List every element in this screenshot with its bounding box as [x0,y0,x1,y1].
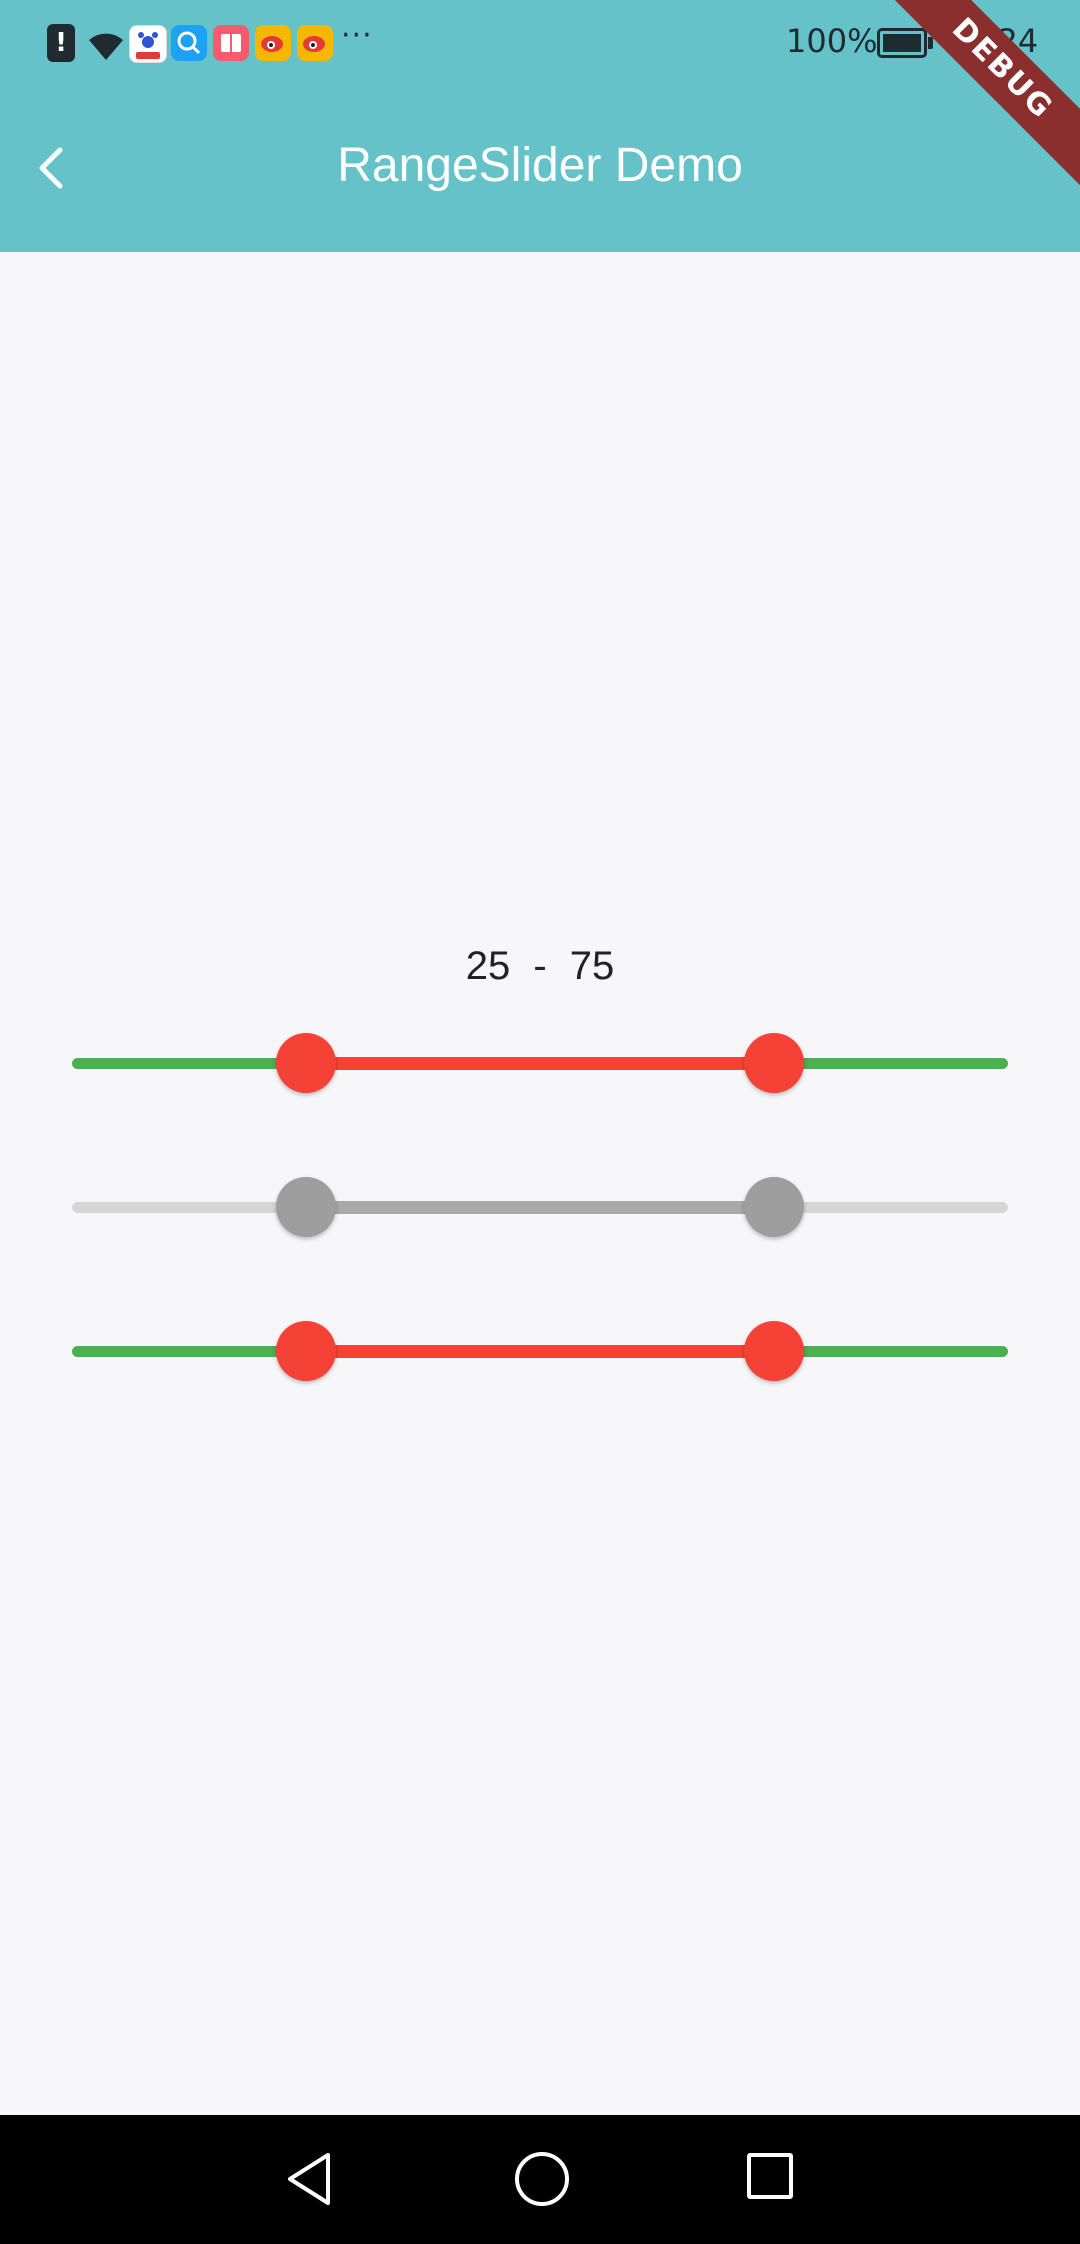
weibo-icon [255,25,291,61]
lower-thumb[interactable] [276,1321,336,1381]
wifi-icon [89,33,123,60]
weibo-icon [297,25,333,61]
back-button[interactable] [22,138,82,198]
recents-square-icon[interactable] [747,2153,793,2199]
slider-active-range [306,1345,774,1358]
back-triangle-icon[interactable] [284,2151,334,2207]
reader-icon [213,25,249,61]
more-notifications-icon: ··· [341,18,373,53]
app-bar: ! ··· 100% 00:24 RangeSlider Demo [0,0,1080,252]
battery-icon [877,28,933,58]
navigation-bar [0,2115,1080,2244]
search-app-icon [171,25,207,61]
status-bar: ! ··· 100% 00:24 [0,0,1080,84]
home-circle-icon[interactable] [515,2152,569,2206]
baidu-icon [129,25,167,63]
range-slider-1[interactable] [72,1028,1008,1098]
slider-active-range [306,1057,774,1070]
page-title: RangeSlider Demo [337,139,743,192]
range-slider-3[interactable] [72,1316,1008,1386]
battery-level-fill [883,34,921,52]
slider-active-range [306,1201,774,1214]
lower-thumb[interactable] [276,1033,336,1093]
notification-alert-icon: ! [47,24,75,62]
upper-thumb[interactable] [744,1033,804,1093]
range-slider-2[interactable] [72,1172,1008,1242]
battery-percent: 100% [786,22,878,60]
range-value-label: 25 - 75 [465,944,615,988]
upper-thumb[interactable] [744,1177,804,1237]
upper-thumb[interactable] [744,1321,804,1381]
lower-thumb[interactable] [276,1177,336,1237]
